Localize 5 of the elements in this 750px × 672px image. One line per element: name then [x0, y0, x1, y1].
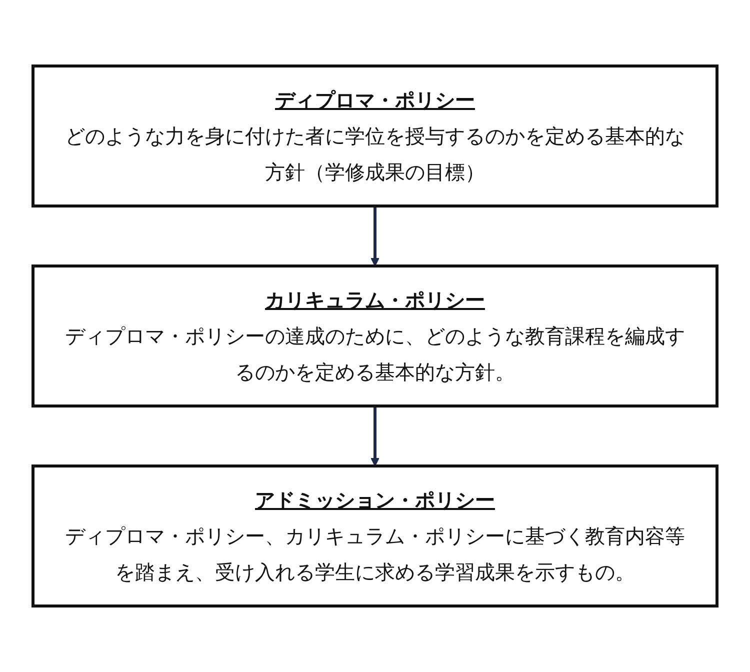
- arrow: [370, 406, 380, 466]
- node-box: アドミッション・ポリシー ディプロマ・ポリシー、カリキュラム・ポリシーに基づく教育内容等を踏まえ、受け入れる学生に求める学習成果を示すもの。: [32, 464, 718, 608]
- node-box: ディプロマ・ポリシー どのような力を身に付けた者に学位を授与するのかを定める基本的な方針（学修成果の目標）: [32, 64, 718, 208]
- arrow: [370, 206, 380, 266]
- node-box: カリキュラム・ポリシー ディプロマ・ポリシーの達成のために、どのような教育課程を編成するのかを定める基本的な方針。: [32, 264, 718, 408]
